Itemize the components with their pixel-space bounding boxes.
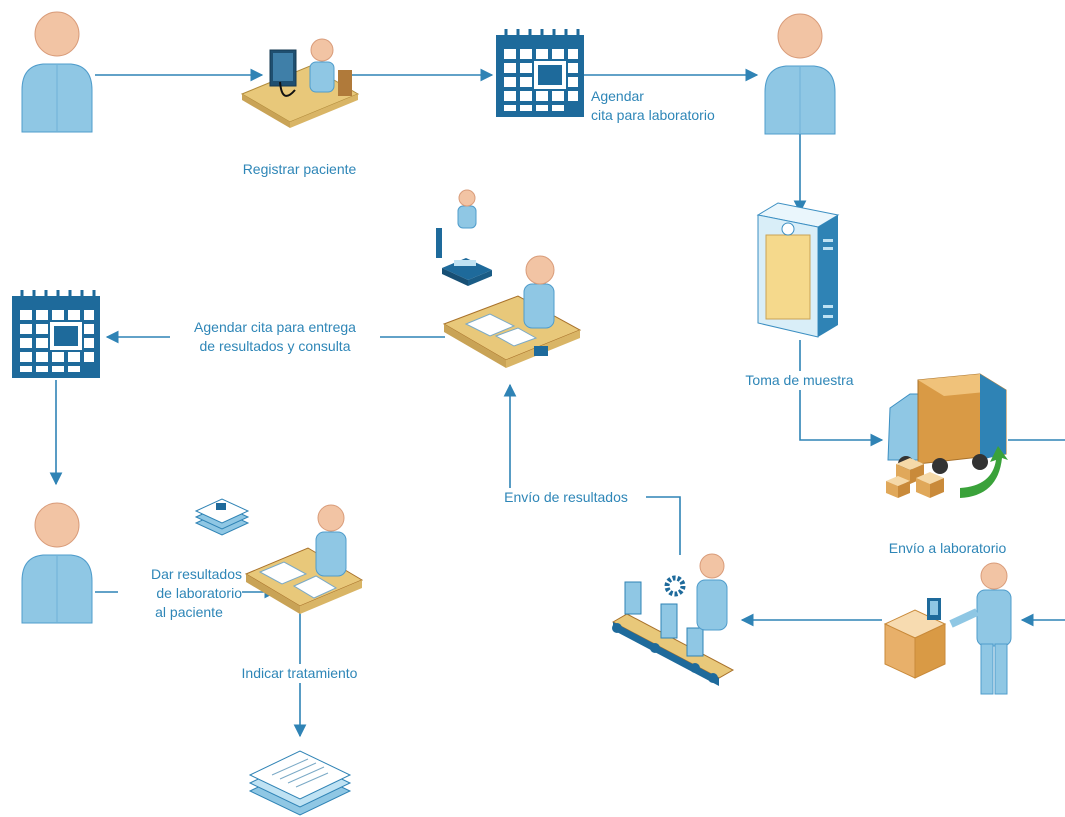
label-dar-resultados: Dar resultados de laboratorio al pacient… bbox=[118, 565, 242, 622]
doctor-desk-icon bbox=[244, 504, 364, 614]
label-line: Envío a laboratorio bbox=[888, 540, 1007, 556]
label-envio-de-resultados: Envío de resultados bbox=[486, 488, 646, 507]
person-icon bbox=[21, 11, 93, 133]
shipping-clerk-icon bbox=[883, 562, 1012, 695]
label-agendar-cita-entrega: Agendar cita para entrega de resultados … bbox=[170, 318, 380, 356]
conveyor-worker-icon bbox=[611, 553, 735, 686]
label-line: Agendar bbox=[591, 88, 644, 104]
phone-desk-worker-icon bbox=[436, 189, 582, 368]
calendar-icon bbox=[12, 290, 100, 378]
label-line: cita para laboratorio bbox=[591, 107, 715, 123]
label-indicar-tratamiento: Indicar tratamiento bbox=[222, 664, 377, 683]
label-line: Registrar paciente bbox=[242, 161, 357, 177]
label-toma-de-muestra: Toma de muestra bbox=[727, 371, 872, 390]
person-icon bbox=[21, 502, 93, 624]
server-icon bbox=[756, 202, 840, 338]
label-line: de laboratorio bbox=[156, 585, 242, 601]
documents-icon bbox=[194, 498, 250, 536]
label-line: al paciente bbox=[155, 604, 223, 620]
label-line: Indicar tratamiento bbox=[241, 665, 358, 681]
label-agendar-cita-laboratorio: Agendar cita para laboratorio bbox=[591, 87, 756, 125]
connector-lab-to-results bbox=[503, 383, 681, 555]
person-icon bbox=[764, 13, 836, 135]
receptionist-computer-icon bbox=[240, 38, 360, 128]
green-arrow-icon bbox=[960, 446, 1008, 498]
delivery-truck-icon bbox=[886, 373, 1008, 498]
documents-stack-icon bbox=[248, 750, 352, 816]
label-line: Envío de resultados bbox=[504, 489, 628, 505]
label-line: Agendar cita para entrega bbox=[194, 319, 356, 335]
calendar-icon bbox=[496, 29, 584, 117]
label-envio-a-laboratorio: Envío a laboratorio bbox=[870, 539, 1025, 558]
label-line: Dar resultados bbox=[150, 566, 242, 582]
connector-server-to-truck bbox=[799, 340, 884, 447]
label-line: Toma de muestra bbox=[745, 372, 854, 388]
phone-icon bbox=[436, 189, 492, 286]
label-registrar-paciente: Registrar paciente bbox=[222, 160, 377, 179]
label-line: de resultados y consulta bbox=[199, 338, 351, 354]
